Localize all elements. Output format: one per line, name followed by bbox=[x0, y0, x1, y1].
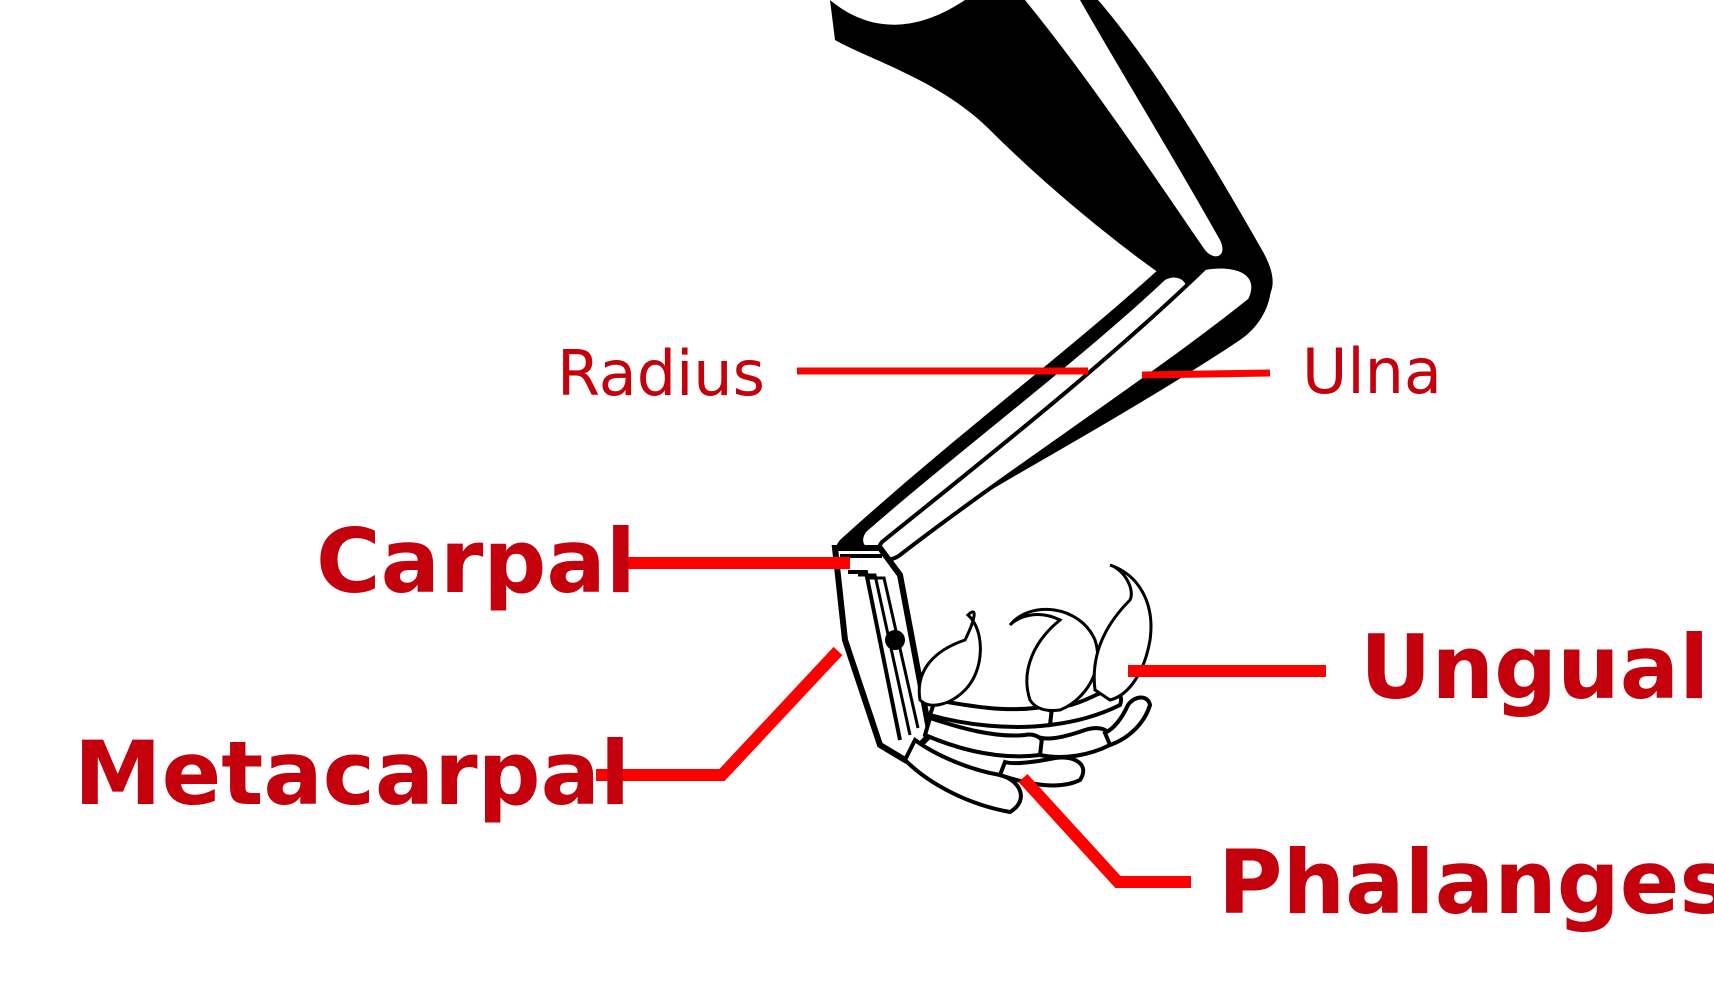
phalanges-leader-line bbox=[1018, 773, 1191, 888]
bone-labels: Radius Ulna Carpal Metacarpal Ungual Pha… bbox=[74, 335, 1714, 934]
label-radius: Radius bbox=[557, 337, 765, 410]
label-metacarpal: Metacarpal bbox=[74, 722, 630, 825]
label-ulna: Ulna bbox=[1302, 335, 1442, 408]
metacarpal-leader-line bbox=[596, 646, 843, 781]
forearm-bones bbox=[834, 257, 1271, 575]
label-carpal: Carpal bbox=[316, 510, 636, 613]
label-ungual: Ungual bbox=[1360, 616, 1709, 719]
leader-lines bbox=[596, 367, 1326, 888]
humerus-bone bbox=[830, 0, 1273, 315]
ulna-leader-line bbox=[1141, 369, 1271, 379]
ungual-claws bbox=[917, 563, 1153, 712]
label-phalanges: Phalanges bbox=[1218, 831, 1714, 934]
phalanx-bones bbox=[902, 689, 1153, 815]
wrist-and-metacarpals bbox=[831, 545, 934, 764]
